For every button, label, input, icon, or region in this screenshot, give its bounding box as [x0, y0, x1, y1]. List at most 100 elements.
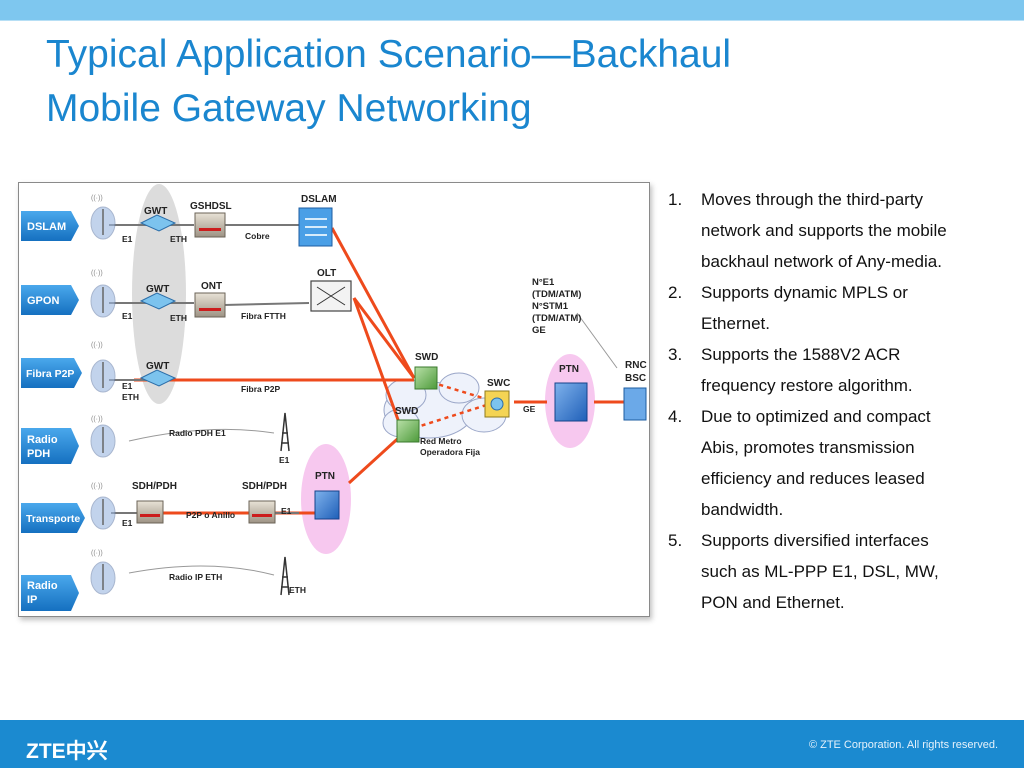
label-eth-1: ETH	[170, 234, 187, 244]
olt-label: OLT	[317, 268, 336, 279]
ptn-label-lower: PTN	[315, 471, 335, 482]
side-label-radio-ip: Radio IP	[21, 575, 79, 611]
bsc-label: BSC	[625, 373, 646, 384]
grey-links	[109, 224, 310, 514]
link-labels: E1 ETH Cobre E1 ETH Fibra FTTH E1 ETH Fi…	[122, 231, 536, 595]
label-cobre: Cobre	[245, 231, 270, 241]
side-label-transporte: Transporte	[21, 503, 85, 533]
ont-label: ONT	[201, 281, 222, 292]
side-label-dslam-text: DSLAM	[27, 221, 66, 233]
label-radio-pdh-e1: Radio PDH E1	[169, 428, 226, 438]
gshdsl-label: GSHDSL	[190, 201, 232, 212]
side-label-radio-pdh-text-1: Radio	[27, 434, 58, 446]
rnc-label: RNC	[625, 360, 647, 371]
label-e1-6: E1	[281, 506, 292, 516]
device-boxes	[136, 212, 276, 524]
side-label-gpon: GPON	[21, 285, 79, 315]
feature-line: Supports the 1588V2 ACR	[701, 345, 901, 364]
dslam-device-icon	[298, 207, 333, 247]
antenna-wave-3: ((·))	[91, 342, 103, 349]
copyright-notice: © ZTE Corporation. All rights reserved.	[808, 739, 998, 751]
gwt-label-2: GWT	[146, 284, 169, 295]
feature-line: backhaul network of Any-media.	[701, 252, 942, 271]
feature-list: 1. Moves through the third-party network…	[668, 184, 1008, 618]
side-label-radio-pdh: Radio PDH	[21, 428, 79, 464]
side-label-fibra-p2p-text: Fibra P2P	[26, 368, 74, 380]
label-eth-2: ETH	[170, 313, 187, 323]
feature-line: efficiency and reduces leased	[701, 469, 925, 488]
rnc-bsc-labels: RNC BSC	[625, 360, 647, 384]
label-fibra-ftth: Fibra FTTH	[241, 311, 286, 321]
label-ge: GE	[523, 404, 536, 414]
gwt-labels: GWT GWT GWT	[144, 206, 169, 372]
ptn-device-icons	[314, 382, 588, 520]
label-e1-5: E1	[122, 518, 133, 528]
swd-switch-icons	[396, 366, 438, 443]
feature-number: 2.	[668, 283, 683, 302]
page-title: Typical Application Scenario—Backhaul Mo…	[46, 28, 946, 136]
gwt-router-icons	[139, 214, 177, 387]
network-diagram-svg: DSLAM GPON Fibra P2P Radio PDH Transport…	[21, 184, 647, 611]
dashed-links	[413, 378, 497, 430]
interface-4: (TDM/ATM)	[532, 313, 581, 324]
side-label-gpon-text: GPON	[27, 295, 59, 307]
antenna-wave-4: ((·))	[91, 416, 103, 423]
gwt-label-1: GWT	[144, 206, 167, 217]
base-station-icons	[90, 206, 116, 595]
feature-line: PON and Ethernet.	[701, 593, 845, 612]
radio-tower-icons	[280, 412, 290, 596]
top-bar	[0, 0, 1024, 21]
label-fibra-p2p: Fibra P2P	[241, 384, 281, 394]
feature-line: network and supports the mobile	[701, 221, 947, 240]
feature-line: Supports dynamic MPLS or	[701, 283, 908, 302]
feature-line: Moves through the third-party	[701, 190, 924, 209]
feature-number: 4.	[668, 407, 683, 426]
side-label-transporte-text: Transporte	[26, 513, 80, 525]
ptn-labels: PTN PTN	[315, 364, 579, 482]
swd-label-1: SWD	[415, 352, 438, 363]
swc-label: SWC	[487, 378, 510, 389]
swd-labels: SWD SWD	[395, 352, 438, 417]
olt-device-icon	[310, 280, 352, 312]
antenna-waves: ((·)) ((·)) ((·)) ((·)) ((·)) ((·))	[91, 195, 103, 557]
zte-logo: ZTE中兴	[26, 740, 108, 763]
side-label-radio-pdh-text-2: PDH	[27, 448, 50, 460]
device-labels: GSHDSL ONT SDH/PDH SDH/PDH	[132, 201, 287, 492]
dslam-label: DSLAM	[301, 194, 337, 205]
interface-list: N°E1 (TDM/ATM) N°STM1 (TDM/ATM) GE	[532, 277, 581, 336]
device-leds	[140, 228, 272, 517]
antenna-wave-5: ((·))	[91, 483, 103, 490]
network-diagram: DSLAM GPON Fibra P2P Radio PDH Transport…	[18, 182, 650, 617]
feature-number: 3.	[668, 345, 683, 364]
side-label-fibra-p2p: Fibra P2P	[21, 358, 82, 388]
rnc-bsc-icon	[623, 387, 647, 421]
label-e1-3: E1	[122, 381, 133, 391]
label-eth-4: ETH	[289, 585, 306, 595]
swd-label-2: SWD	[395, 406, 418, 417]
antenna-wave-1: ((·))	[91, 195, 103, 202]
radio-arrows	[128, 312, 618, 576]
feature-item-1: 1. Moves through the third-party network…	[668, 184, 1008, 277]
antenna-wave-6: ((·))	[91, 550, 103, 557]
sdh-pdh-label-1: SDH/PDH	[132, 481, 177, 492]
label-e1-4: E1	[279, 455, 290, 465]
feature-line: Due to optimized and compact	[701, 407, 931, 426]
feature-line: frequency restore algorithm.	[701, 376, 913, 395]
swc-switch-icon	[484, 390, 510, 418]
label-red-metro-1: Red Metro	[420, 436, 462, 446]
feature-item-3: 3. Supports the 1588V2 ACR frequency res…	[668, 339, 1008, 401]
interface-1: N°E1	[532, 277, 555, 288]
feature-line: Supports diversified interfaces	[701, 531, 929, 550]
gwt-label-3: GWT	[146, 361, 169, 372]
feature-line: Abis, promotes transmission	[701, 438, 915, 457]
side-label-dslam: DSLAM	[21, 211, 79, 241]
footer-bar	[0, 720, 1024, 768]
label-e1-1: E1	[122, 234, 133, 244]
antenna-wave-2: ((·))	[91, 270, 103, 277]
label-eth-3: ETH	[122, 392, 139, 402]
interface-5: GE	[532, 325, 546, 336]
title-line-1: Typical Application Scenario—Backhaul	[46, 33, 732, 76]
sdh-pdh-label-2: SDH/PDH	[242, 481, 287, 492]
ptn-label-upper: PTN	[559, 364, 579, 375]
interface-2: (TDM/ATM)	[532, 289, 581, 300]
